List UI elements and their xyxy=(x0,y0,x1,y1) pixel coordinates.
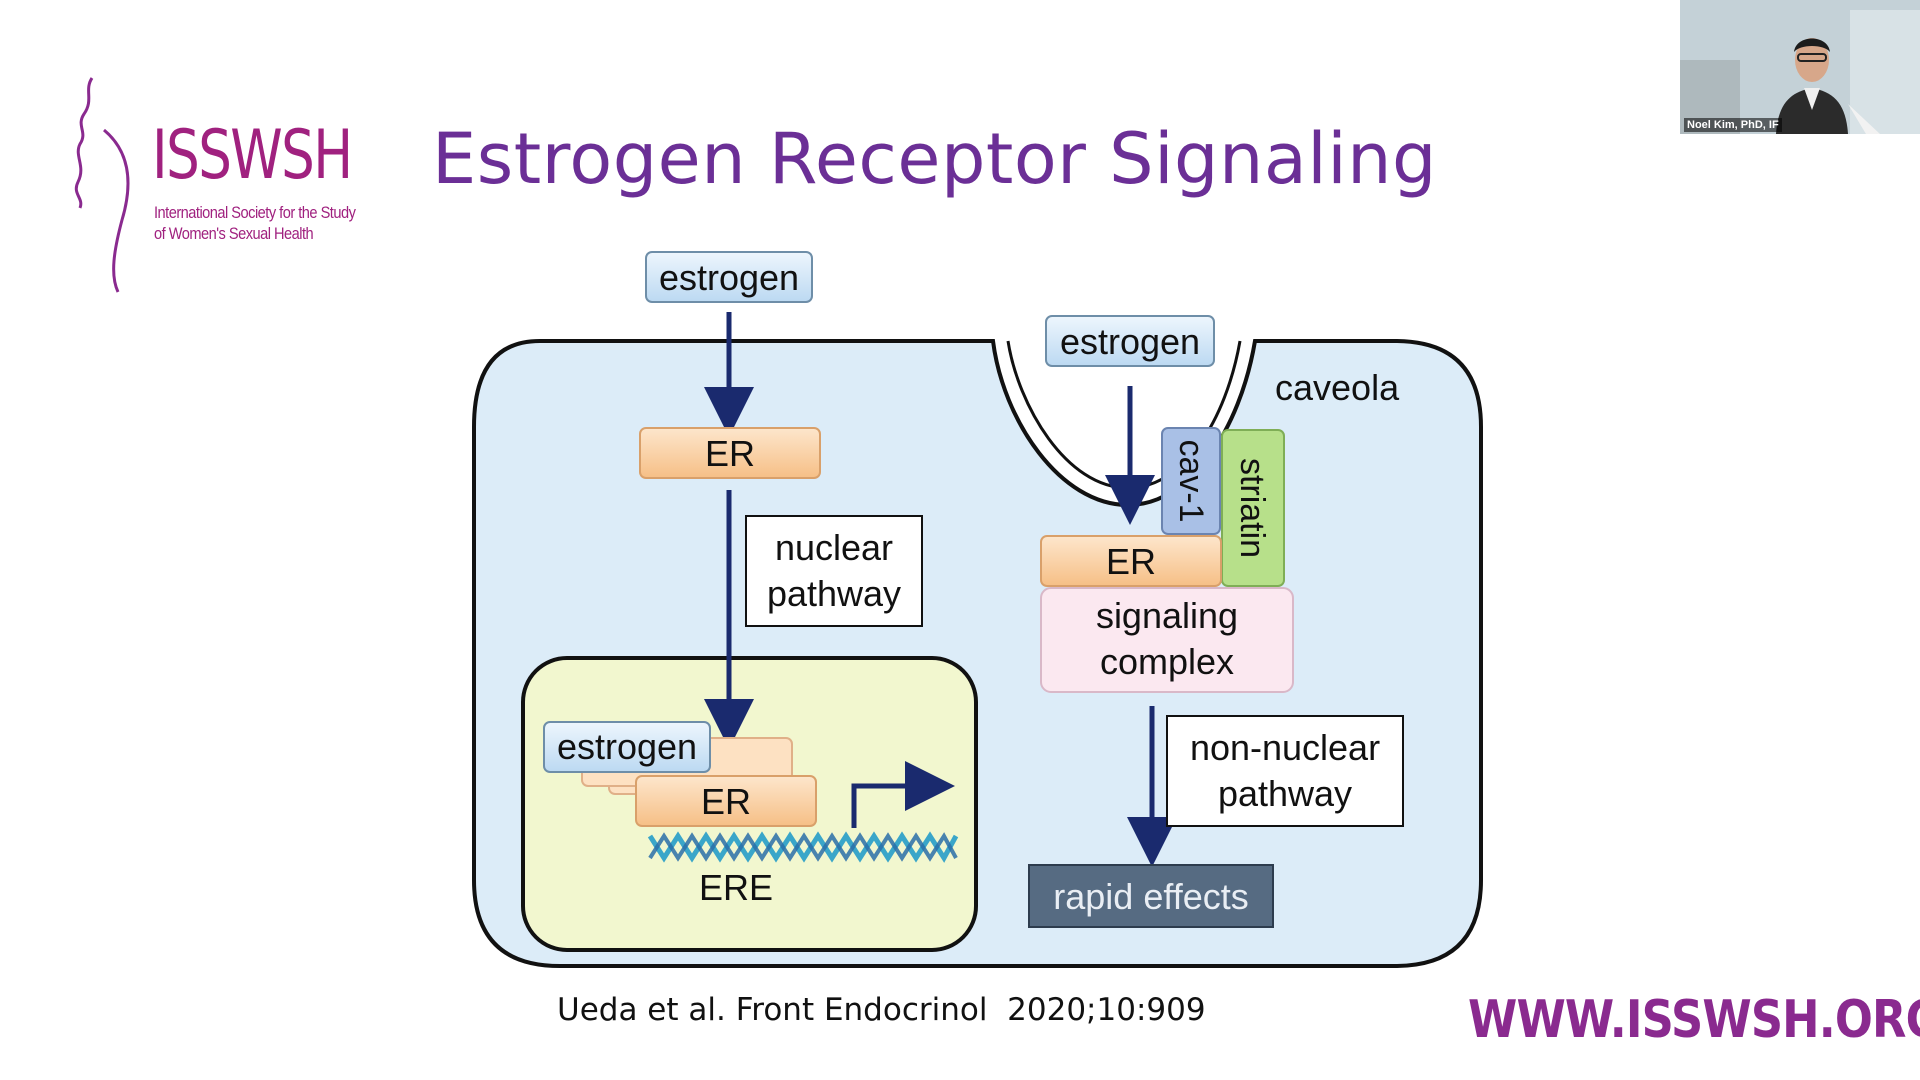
striatin-label: striatin xyxy=(1233,458,1271,558)
transcription-arrow-icon xyxy=(851,761,955,828)
slide-title: Estrogen Receptor Signaling xyxy=(432,118,1437,200)
rapid-effects-label: rapid effects xyxy=(1053,876,1248,917)
logo-silhouette-icon xyxy=(74,77,130,293)
logo-subtitle-line1: International Society for the Study xyxy=(154,203,356,222)
non-nuclear-pathway-line1: non-nuclear xyxy=(1190,727,1380,768)
website-url: WWW.ISSWSH.ORG xyxy=(1468,990,1920,1050)
estrogen-nucleus-label: estrogen xyxy=(557,726,697,767)
webcam-video-tile[interactable]: Noel Kim, PhD, IF xyxy=(1680,0,1920,134)
logo-name: ISSWSH xyxy=(152,116,353,195)
ere-label: ERE xyxy=(699,867,773,908)
estrogen-top-label: estrogen xyxy=(659,257,799,298)
estrogen-caveola-label: estrogen xyxy=(1060,321,1200,362)
caveola-label: caveola xyxy=(1275,367,1400,408)
nuclear-complex: estrogen ER xyxy=(543,721,817,827)
er-nucleus-label: ER xyxy=(701,781,751,822)
rapid-effects-box: rapid effects xyxy=(1028,864,1274,928)
logo-subtitle-line2: of Women's Sexual Health xyxy=(154,224,314,243)
estrogen-box-caveola: estrogen xyxy=(1045,315,1215,367)
estrogen-box-top: estrogen xyxy=(645,251,813,303)
non-nuclear-pathway-label: non-nuclear pathway xyxy=(1166,715,1404,827)
isswsh-logo: ISSWSH International Society for the Stu… xyxy=(70,70,370,300)
signaling-complex-line2: complex xyxy=(1100,641,1234,682)
striatin-box: striatin xyxy=(1221,429,1285,587)
nuclear-pathway-line1: nuclear xyxy=(775,527,893,568)
nuclear-pathway-line2: pathway xyxy=(767,573,901,614)
participant-name: Noel Kim, PhD, IF xyxy=(1684,118,1782,132)
cav1-label: cav-1 xyxy=(1172,439,1210,522)
nuclear-pathway-label: nuclear pathway xyxy=(745,515,923,627)
er-box-caveola: ER xyxy=(1040,535,1222,587)
citation: Ueda et al. Front Endocrinol 2020;10:909 xyxy=(557,992,1206,1028)
er-cytoplasm-label: ER xyxy=(705,433,755,474)
cav1-box: cav-1 xyxy=(1161,427,1221,535)
logo-subtitle: International Society for the Study of W… xyxy=(154,202,378,244)
participant-video-icon xyxy=(1680,0,1920,134)
er-box-cytoplasm: ER xyxy=(639,427,821,479)
signaling-complex-line1: signaling xyxy=(1096,595,1238,636)
non-nuclear-pathway-line2: pathway xyxy=(1218,773,1352,814)
dna-helix-icon xyxy=(647,831,959,863)
signaling-complex-box: signaling complex xyxy=(1040,587,1294,693)
er-caveola-label: ER xyxy=(1106,541,1156,582)
